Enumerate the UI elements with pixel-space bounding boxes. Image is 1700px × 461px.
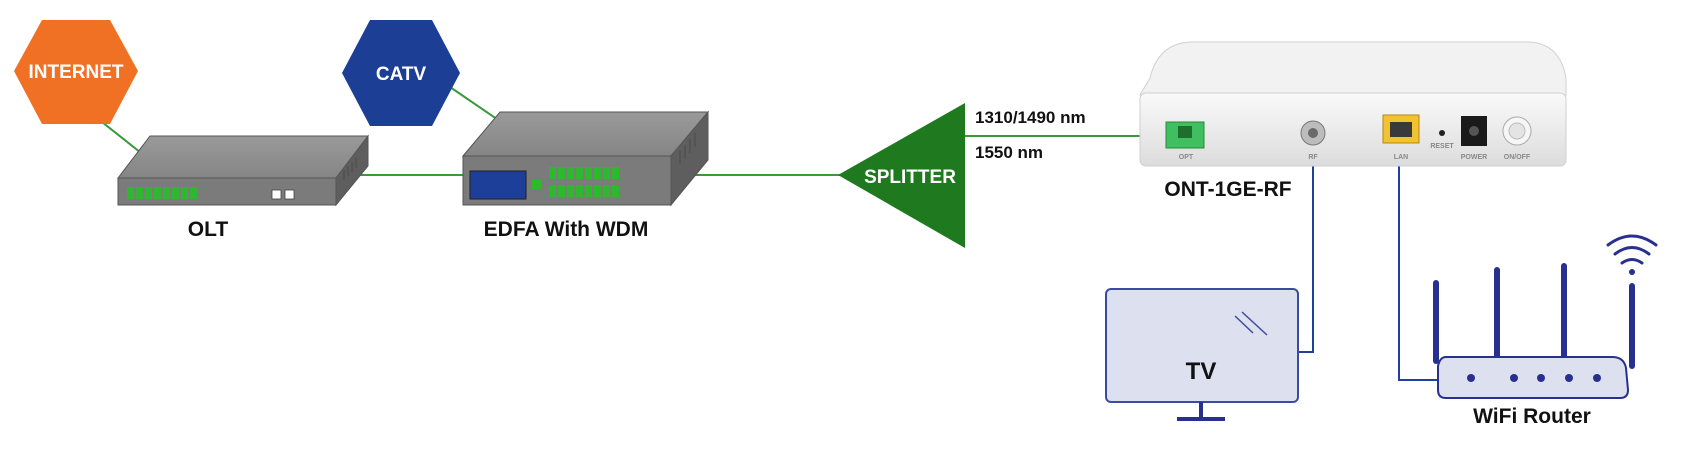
ont-onoff-label: ON/OFF [1504, 154, 1531, 161]
edfa-display [469, 170, 527, 200]
olt-port-leds [127, 187, 197, 199]
ont-front [1139, 92, 1567, 167]
ont-opt-connector [1178, 126, 1192, 138]
router-status-lights [1467, 374, 1601, 382]
tv-device: TV [1105, 288, 1299, 421]
lan-router-link [1398, 140, 1445, 381]
wavelength-label-video: 1550 nm [975, 143, 1043, 162]
edfa-status-led [532, 180, 541, 189]
ont-lan-socket [1390, 122, 1412, 137]
ont-onoff-inner [1508, 122, 1526, 140]
router-device: WiFi Router [1433, 234, 1658, 428]
olt-label: OLT [188, 218, 229, 241]
ont-reset-label: RESET [1430, 143, 1454, 150]
ont-device: OPT RF LAN RESET POWER ON/OFF ONT-1GE-RF [1139, 41, 1567, 201]
router-body [1437, 356, 1630, 399]
wavelength-label-upstream: 1310/1490 nm [975, 108, 1086, 127]
edfa-vents [679, 133, 696, 164]
ont-reset-hole [1439, 130, 1445, 136]
olt-top [116, 135, 370, 179]
tv-glare-2 [1241, 311, 1268, 336]
tv-glare-1 [1234, 315, 1254, 334]
internet-node: INTERNET [14, 20, 138, 124]
ont-opt-label: OPT [1179, 154, 1194, 161]
splitter-label: SPLITTER [864, 167, 956, 188]
splitter-node: SPLITTER [838, 103, 965, 248]
ont-lan-label: LAN [1394, 154, 1408, 161]
ont-power-label: POWER [1461, 154, 1487, 161]
wifi-signal-dot [1629, 269, 1635, 275]
ont-top [1139, 41, 1567, 96]
catv-label: CATV [376, 64, 427, 85]
edfa-device: EDFA With WDM [461, 110, 710, 241]
tv-screen [1105, 288, 1299, 403]
tv-label: TV [1186, 358, 1217, 385]
ont-rf-pin [1308, 128, 1318, 138]
splitter-triangle [838, 103, 965, 248]
catv-hexagon [342, 20, 460, 126]
router-antennas [1433, 263, 1635, 369]
ont-label: ONT-1GE-RF [1164, 178, 1291, 201]
ont-power-pin [1469, 126, 1479, 136]
internet-label: INTERNET [29, 62, 124, 83]
olt-vents [343, 158, 357, 180]
edfa-top [461, 111, 710, 157]
olt-uplink-port-2 [284, 189, 295, 200]
olt-uplink-port-1 [271, 189, 282, 200]
internet-hexagon [14, 20, 138, 124]
edfa-label: EDFA With WDM [484, 218, 649, 241]
catv-node: CATV [342, 20, 460, 126]
wifi-signal-icon [1606, 234, 1658, 265]
rf-tv-link [1298, 140, 1314, 353]
copper-connections [1298, 140, 1445, 381]
router-label: WiFi Router [1473, 405, 1591, 428]
edfa-port-leds [549, 167, 619, 197]
olt-device: OLT [116, 134, 370, 241]
ont-rf-label: RF [1308, 154, 1318, 161]
